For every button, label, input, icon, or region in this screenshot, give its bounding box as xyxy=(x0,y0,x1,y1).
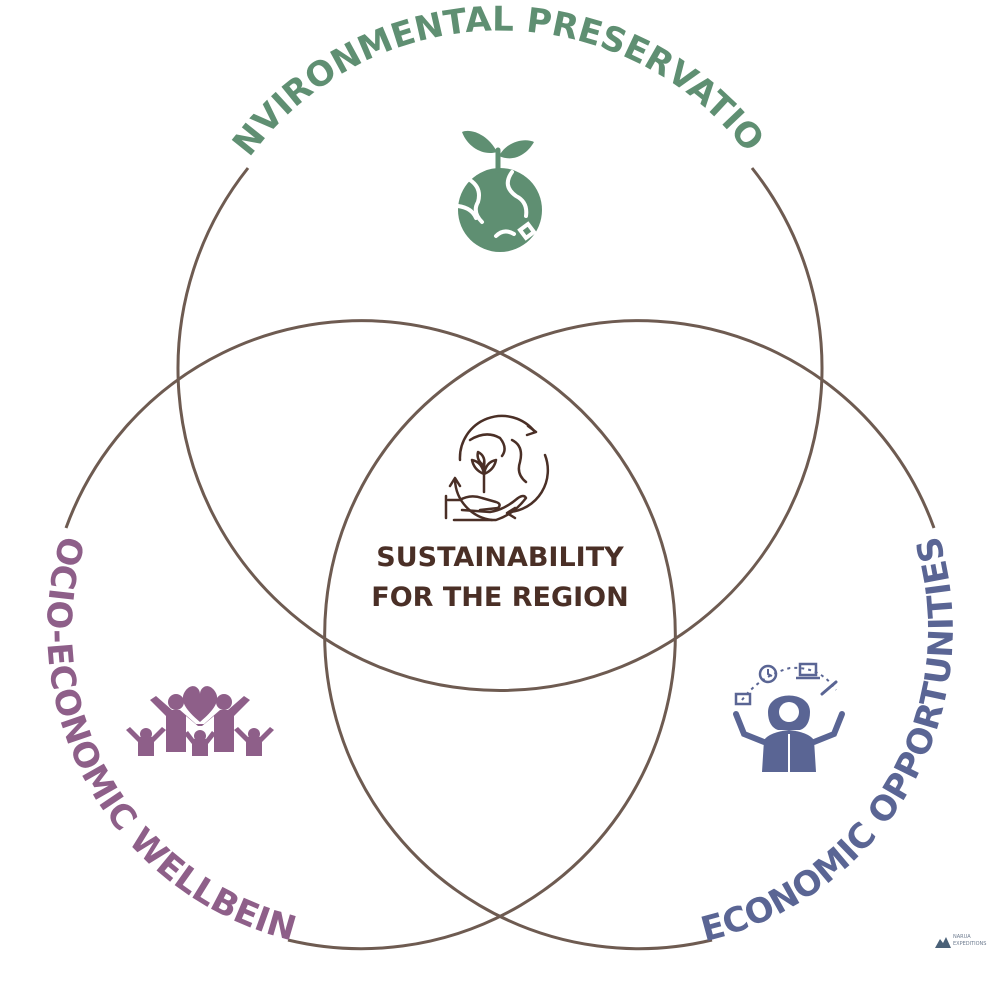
socio-economic-circle xyxy=(64,319,677,951)
environment-circle xyxy=(176,167,824,692)
people-with-heart-icon xyxy=(126,686,274,756)
hand-plant-cycle-icon xyxy=(444,414,550,522)
sprouting-globe-icon xyxy=(456,130,542,252)
center-title-line-2: FOR THE REGION xyxy=(371,582,629,613)
center-title-line-1: SUSTAINABILITY xyxy=(376,542,624,573)
juggling-person-icon xyxy=(733,662,845,772)
center-title: SUSTAINABILITY FOR THE REGION xyxy=(300,538,700,618)
company-logo: NARUA EXPEDITIONS xyxy=(935,932,995,956)
logo-line-2: EXPEDITIONS xyxy=(953,941,987,947)
economic-circle xyxy=(323,319,936,951)
mountain-icon xyxy=(935,937,951,948)
logo-line-1: NARUA xyxy=(953,934,971,940)
environmental-preservation-label: ENVIRONMENTAL PRESERVATION xyxy=(0,0,772,163)
economic-opportunities-label: ECONOMIC OPPORTUNITIES xyxy=(697,532,962,950)
